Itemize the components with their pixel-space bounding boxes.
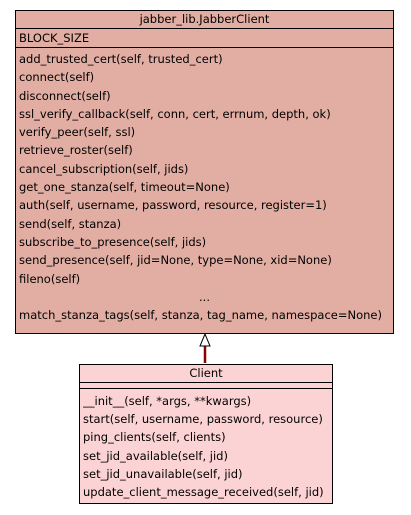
class-box-client[interactable]: Client __init__(self, *args, **kwargs) s…: [79, 364, 333, 504]
method-ellipsis: ...: [199, 289, 210, 304]
method-item: match_stanza_tags(self, stanza, tag_name…: [19, 308, 382, 323]
attributes-section: BLOCK_SIZE: [16, 29, 393, 48]
method-item: get_one_stanza(self, timeout=None): [19, 180, 230, 195]
method-item: set_jid_available(self, jid): [83, 448, 228, 463]
methods-section: __init__(self, *args, **kwargs) start(se…: [80, 389, 332, 501]
method-item: retrieve_roster(self): [19, 143, 133, 158]
method-item: send(self, stanza): [19, 216, 122, 231]
method-item: fileno(self): [19, 271, 81, 286]
method-item: cancel_subscription(self, jids): [19, 161, 189, 176]
method-item: subscribe_to_presence(self, jids): [19, 234, 207, 249]
methods-section: add_trusted_cert(self, trusted_cert) con…: [16, 48, 393, 324]
method-item: verify_peer(self, ssl): [19, 125, 136, 140]
class-name: Client: [80, 365, 332, 383]
inheritance-arrowhead: [199, 332, 211, 347]
method-item: auth(self, username, password, resource,…: [19, 198, 327, 213]
attribute-item: BLOCK_SIZE: [19, 31, 90, 45]
method-item: __init__(self, *args, **kwargs): [83, 394, 252, 408]
method-item: ssl_verify_callback(self, conn, cert, er…: [19, 106, 331, 121]
attributes-section-empty: [80, 383, 332, 389]
method-item: connect(self): [19, 70, 95, 85]
method-item: update_client_message_received(self, jid…: [83, 484, 324, 499]
method-item: send_presence(self, jid=None, type=None,…: [19, 253, 332, 268]
method-item: set_jid_unavailable(self, jid): [83, 466, 243, 481]
method-item: add_trusted_cert(self, trusted_cert): [19, 52, 223, 66]
class-box-jabberclient[interactable]: jabber_lib.JabberClient BLOCK_SIZE add_t…: [15, 10, 394, 334]
method-item: ping_clients(self, clients): [83, 430, 226, 445]
method-item: disconnect(self): [19, 88, 111, 103]
class-name: jabber_lib.JabberClient: [16, 11, 393, 29]
method-item: start(self, username, password, resource…: [83, 412, 323, 427]
